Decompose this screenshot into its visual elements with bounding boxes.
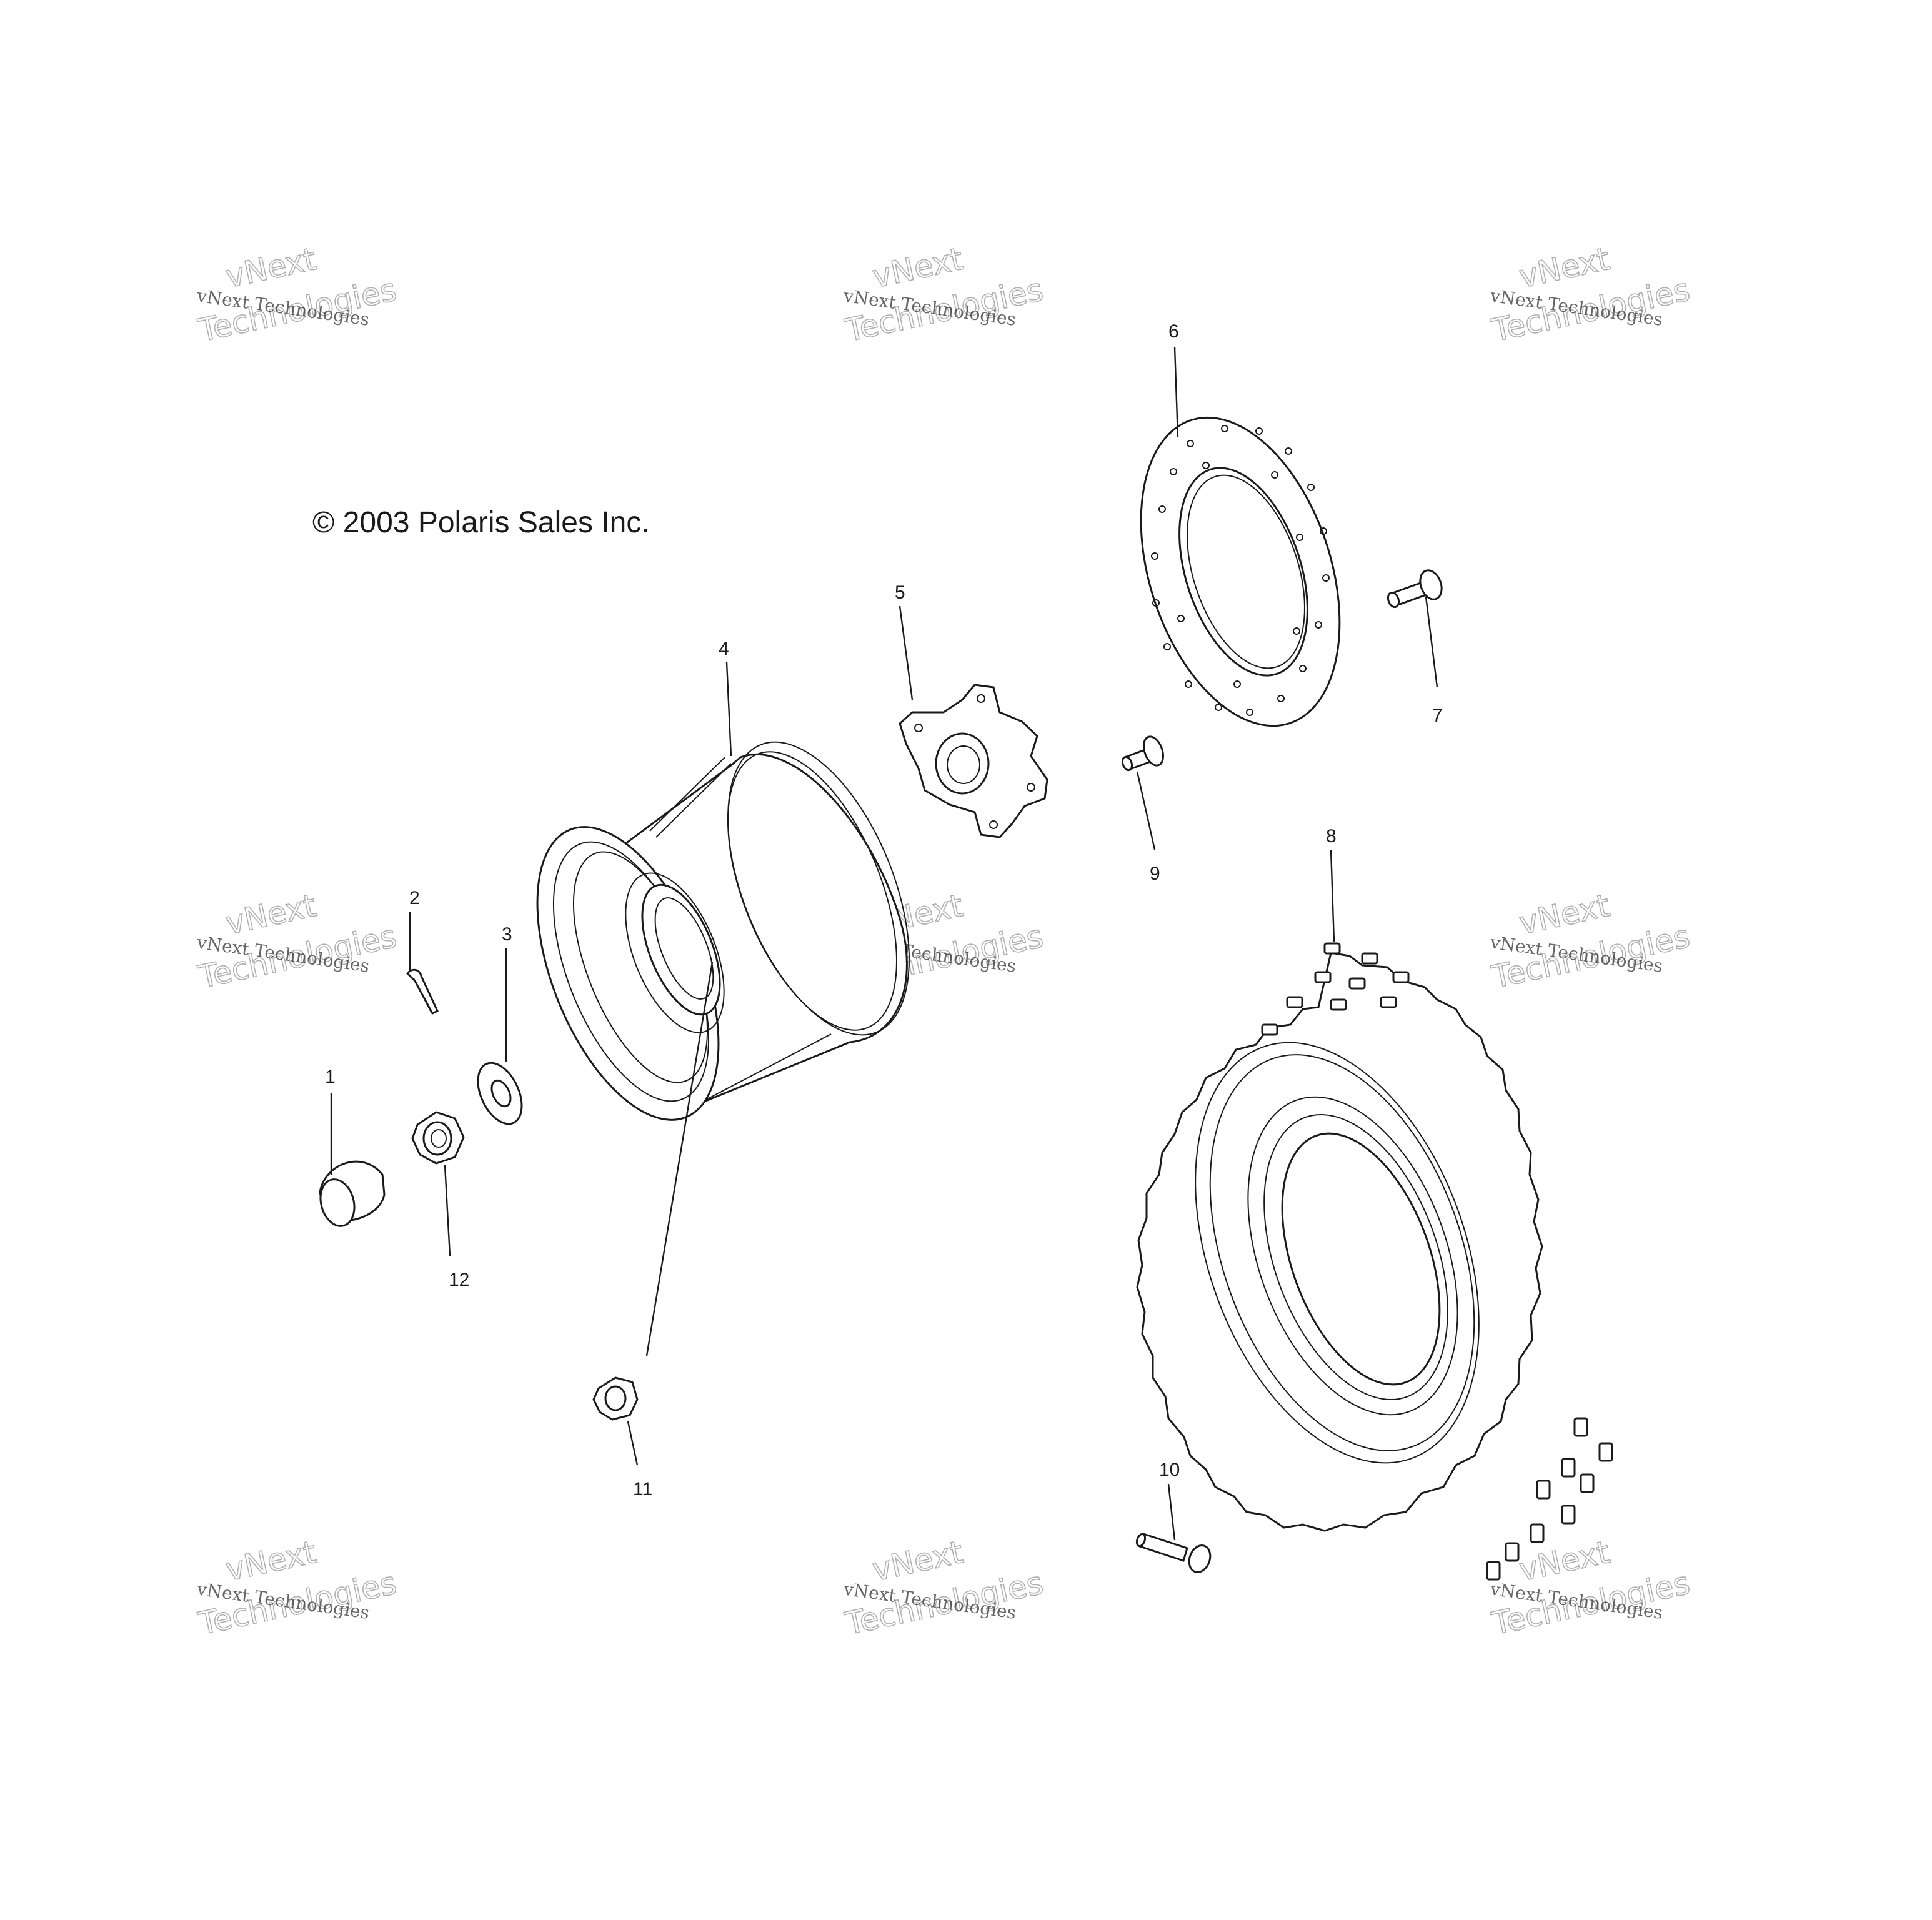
copyright-text: © 2003 Polaris Sales Inc. — [312, 506, 650, 539]
wheel-rim-icon — [536, 741, 910, 1121]
watermark: vNext Technologies vNext Technologies — [194, 1533, 400, 1643]
callout-11: 11 — [633, 1479, 652, 1500]
leader-line — [1173, 346, 1179, 438]
leader-line — [1136, 771, 1156, 850]
watermark-large-top: vNext — [869, 1534, 966, 1588]
castle-nut-icon — [411, 1111, 465, 1165]
washer-icon — [477, 1062, 523, 1125]
watermark-large-top: vNext — [222, 241, 319, 295]
callout-3: 3 — [502, 924, 512, 945]
tire-icon — [1136, 942, 1613, 1581]
bolt-icon — [1135, 1533, 1212, 1573]
leader-line — [1330, 849, 1335, 943]
watermark-large-top: vNext — [1516, 241, 1613, 295]
callout-1: 1 — [325, 1067, 336, 1087]
callout-12: 12 — [449, 1270, 469, 1290]
leader-line — [645, 962, 714, 1356]
watermark: vNext Technologies vNext Technologies — [1488, 240, 1693, 349]
watermark: vNext Technologies vNext Technologies — [1488, 887, 1693, 996]
nut-icon — [592, 1376, 639, 1421]
watermark-large-top: vNext — [222, 887, 319, 942]
callout-10: 10 — [1159, 1460, 1180, 1480]
watermark-large-top: vNext — [869, 241, 966, 295]
leader-line — [725, 662, 732, 757]
callout-9: 9 — [1150, 863, 1160, 884]
cotter-pin-icon — [406, 968, 439, 1015]
watermark: vNext Technologies vNext Technologies — [194, 240, 400, 349]
brake-disc-icon — [1140, 416, 1341, 727]
wheel-hub-icon — [899, 684, 1048, 838]
watermark: vNext Technologies vNext Technologies — [841, 240, 1047, 349]
callout-8: 8 — [1326, 826, 1337, 847]
callout-7: 7 — [1432, 705, 1443, 726]
leader-lines — [330, 346, 1438, 1541]
bolt-icon — [1387, 569, 1443, 609]
watermark: vNext Technologies vNext Technologies — [841, 1533, 1047, 1643]
leader-line — [1167, 1483, 1176, 1541]
leader-line — [444, 1165, 451, 1256]
leader-line — [899, 605, 914, 700]
watermark: vNext Technologies vNext Technologies — [194, 887, 400, 996]
watermark-large-top: vNext — [222, 1534, 319, 1588]
watermark-large-top: vNext — [1516, 1534, 1613, 1588]
cap-icon — [319, 1160, 386, 1227]
callout-4: 4 — [719, 639, 729, 659]
callouts: 1 2 3 4 5 6 7 8 9 10 11 12 — [325, 321, 1443, 1500]
leader-line — [1425, 596, 1438, 688]
callout-5: 5 — [895, 582, 905, 603]
stud-icon — [1121, 735, 1165, 772]
leader-line — [627, 1421, 639, 1466]
watermark-large-top: vNext — [1516, 887, 1613, 942]
callout-2: 2 — [409, 888, 420, 908]
callout-6: 6 — [1168, 321, 1179, 342]
